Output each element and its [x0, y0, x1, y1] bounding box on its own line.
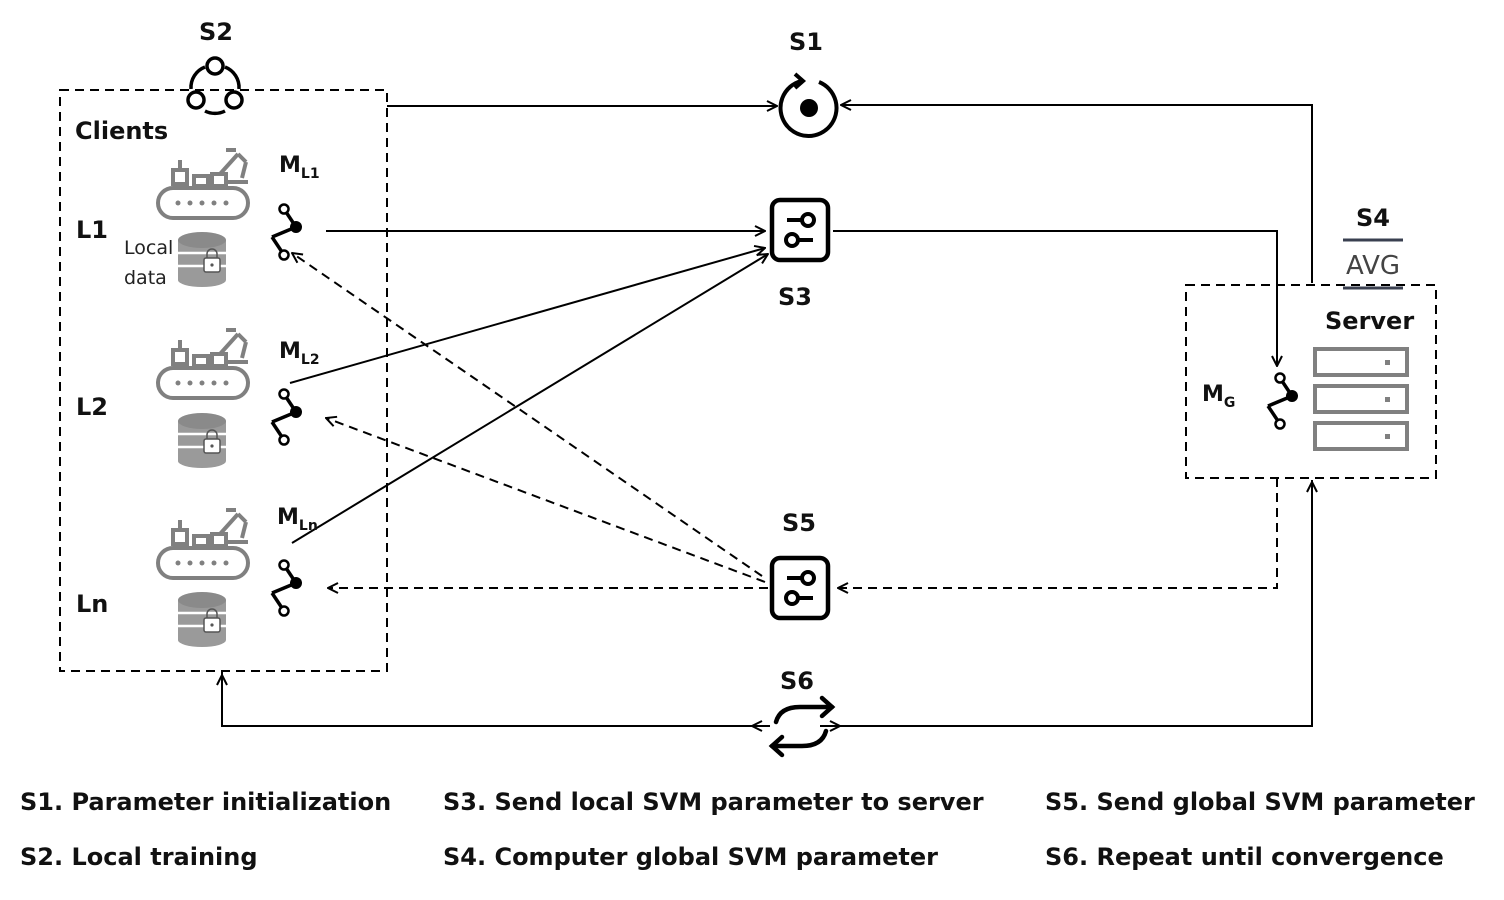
model-label-ml2: ML2	[279, 339, 320, 368]
step-label-s6: S6	[780, 667, 814, 695]
step-label-s2: S2	[199, 18, 233, 46]
legend-s2: S2. Local training	[20, 843, 258, 871]
step-label-s1: S1	[789, 28, 823, 56]
model-label-ml1: ML1	[279, 153, 320, 182]
server-rack-icon	[1313, 347, 1409, 451]
step-label-s3: S3	[778, 283, 812, 311]
legend-s6: S6. Repeat until convergence	[1045, 843, 1444, 871]
locked-database-icon	[176, 590, 228, 649]
legend-s5: S5. Send global SVM parameter	[1045, 788, 1475, 816]
client-label-ln: Ln	[76, 590, 108, 618]
legend-s1: S1. Parameter initialization	[20, 788, 392, 816]
factory-robot-arm-icon	[156, 148, 250, 220]
client-label-l1: L1	[76, 216, 108, 244]
model-label-mg: MG	[1202, 382, 1235, 411]
factory-robot-arm-icon	[156, 328, 250, 400]
model-label-mln: MLn	[277, 505, 318, 534]
clients-title: Clients	[75, 117, 168, 145]
legend-s4: S4. Computer global SVM parameter	[443, 843, 938, 871]
avg-label: AVG	[1346, 251, 1400, 281]
clients-box	[59, 89, 388, 672]
server-box	[1185, 284, 1437, 479]
connectors-dashed	[292, 253, 1278, 588]
share-nodes-icon	[270, 202, 304, 262]
settings-sliders-icon	[772, 558, 828, 618]
step-label-s5: S5	[782, 509, 816, 537]
factory-robot-arm-icon	[156, 508, 250, 580]
repeat-arrows-icon	[768, 695, 836, 758]
share-nodes-icon	[270, 558, 304, 618]
share-nodes-icon	[270, 387, 304, 447]
record-reset-icon	[778, 72, 839, 138]
share-nodes-icon	[1266, 371, 1300, 431]
legend-s3: S3. Send local SVM parameter to server	[443, 788, 984, 816]
local-data-label-line2: data	[124, 267, 167, 289]
locked-database-icon	[176, 230, 228, 289]
step-label-s4: S4	[1356, 204, 1390, 232]
cycle-nodes-icon	[186, 56, 244, 116]
connectors-solid	[222, 105, 1312, 726]
local-data-label-line1: Local	[124, 237, 173, 259]
locked-database-icon	[176, 411, 228, 470]
client-label-l2: L2	[76, 393, 108, 421]
server-title: Server	[1325, 307, 1414, 335]
settings-sliders-icon	[772, 200, 828, 260]
